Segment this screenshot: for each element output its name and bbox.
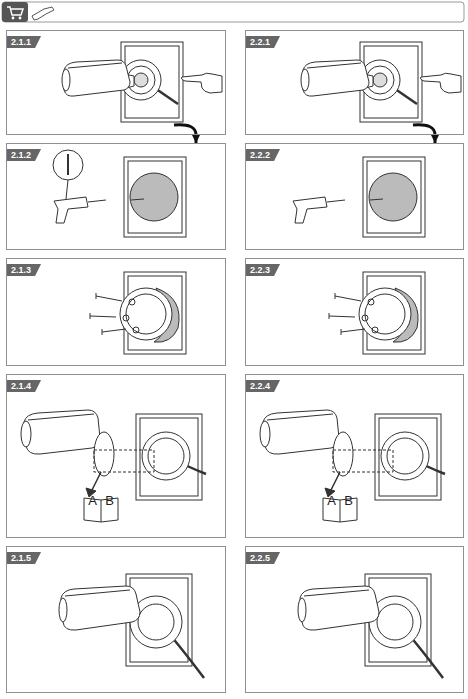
step-number: 2.1.5 [7, 552, 41, 564]
header-bar [2, 2, 464, 22]
step-number: 2.2.5 [246, 552, 280, 564]
step-number: 2.1.2 [7, 149, 41, 161]
step-panel: 2.2.3 [245, 258, 464, 366]
step-illustration [21, 42, 461, 678]
manual-letter: A [88, 494, 97, 508]
step-panel: 2.1.5 [6, 546, 226, 693]
step-panel: 2.1.4 [6, 374, 226, 538]
step-number: 2.1.4 [7, 380, 41, 392]
step-number: 2.2.3 [246, 264, 280, 276]
step-panel: 2.2.4 [245, 374, 464, 538]
step-panel: 2.2.5 [245, 546, 464, 693]
step-number: 2.2.4 [246, 380, 280, 392]
step-panel: 2.1.3 [6, 258, 226, 366]
step-panel: 2.2.2 [245, 143, 464, 250]
step-arrow [195, 135, 198, 143]
manual-letter: A [327, 494, 336, 508]
step-number: 2.2.2 [246, 149, 280, 161]
step-panel: 2.1.1 [6, 30, 226, 135]
manual-letter: B [105, 494, 114, 508]
step-arrow [434, 135, 437, 143]
step-panel: 2.2.1 [245, 30, 464, 135]
step-number: 2.1.3 [7, 264, 41, 276]
step-number: 2.2.1 [246, 36, 280, 48]
step-panel: 2.1.2 [6, 143, 226, 250]
step-number: 2.1.1 [7, 36, 41, 48]
manual-letter: B [344, 494, 353, 508]
